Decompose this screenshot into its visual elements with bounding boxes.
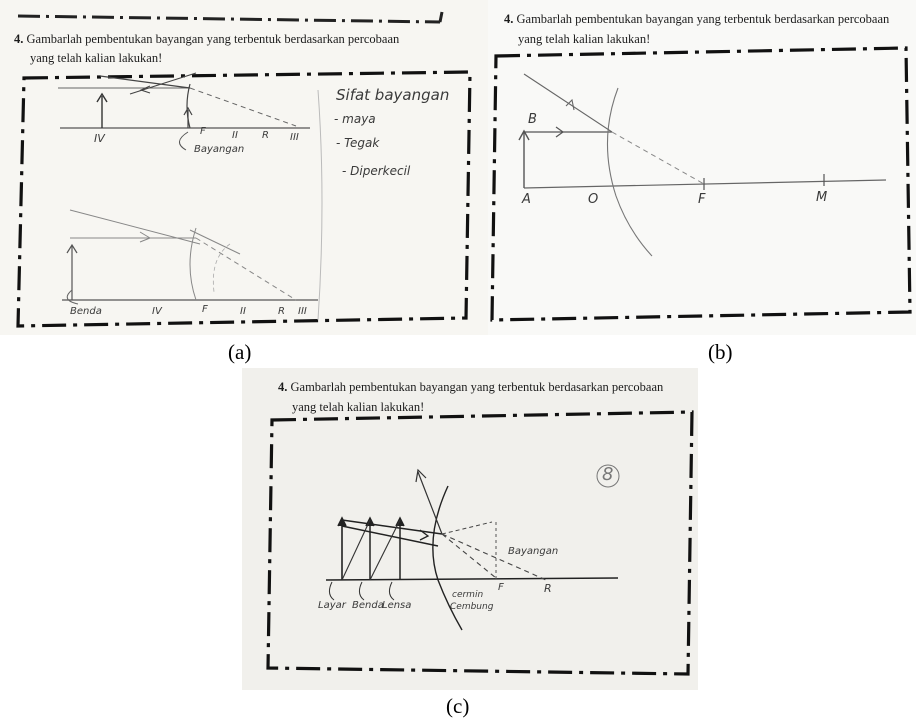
label-f-bottom: F — [202, 304, 208, 315]
question-line-1: 4. Gambarlah pembentukan bayangan yang t… — [14, 32, 399, 47]
caption-c: (c) — [446, 694, 470, 718]
panel-b: 4. Gambarlah pembentukan bayangan yang t… — [488, 0, 916, 335]
question-line-1: 4. Gambarlah pembentukan bayangan yang t… — [278, 380, 663, 395]
label-cermin: cermin — [452, 590, 484, 600]
question-number: 4. — [504, 12, 514, 26]
question-number: 4. — [14, 32, 24, 46]
label-cembung: Cembung — [450, 602, 494, 612]
label-m: M — [816, 190, 828, 205]
label-iii-top: III — [290, 132, 299, 143]
question-text: Gambarlah pembentukan bayangan yang terb… — [290, 380, 664, 394]
score-mark: 8 — [602, 464, 614, 485]
label-iv-top: IV — [94, 132, 105, 145]
label-iv-bottom: IV — [152, 306, 162, 317]
label-ii-bottom: II — [240, 306, 246, 317]
question-text: Gambarlah pembentukan bayangan yang terb… — [516, 12, 890, 26]
label-f: F — [698, 192, 706, 207]
question-line-1: 4. Gambarlah pembentukan bayangan yang t… — [504, 12, 889, 27]
caption-b: (b) — [708, 340, 733, 364]
panel-a-drawing — [16, 11, 472, 328]
question-line-2: yang telah kalian lakukan! — [518, 32, 651, 46]
label-ii-top: II — [232, 130, 238, 141]
label-benda: Benda — [352, 600, 384, 611]
note-item-3: - Diperkecil — [342, 164, 411, 178]
panel-a: 4. Gambarlah pembentukan bayangan yang t… — [0, 0, 488, 335]
label-b: B — [528, 112, 537, 127]
label-bayangan: Bayangan — [508, 546, 559, 557]
label-o: O — [588, 192, 599, 207]
panel-c-drawing — [266, 410, 694, 676]
panel-c: 4. Gambarlah pembentukan bayangan yang t… — [242, 368, 698, 690]
panel-b-drawing — [490, 46, 912, 322]
note-item-1: - maya — [334, 112, 376, 126]
note-item-2: - Tegak — [336, 136, 380, 150]
label-r: R — [544, 582, 552, 595]
label-a: A — [522, 192, 531, 207]
label-iii-bottom: III — [298, 306, 307, 317]
label-benda: Benda — [70, 306, 102, 317]
label-layar: Layar — [318, 600, 346, 611]
label-r-top: R — [262, 130, 269, 141]
caption-a: (a) — [228, 340, 252, 364]
label-lensa: Lensa — [382, 600, 412, 611]
label-f-top: F — [200, 126, 206, 137]
question-text: Gambarlah pembentukan bayangan yang terb… — [26, 32, 400, 46]
label-f: F — [498, 582, 504, 593]
note-title: Sifat bayangan — [336, 86, 450, 104]
question-line-2: yang telah kalian lakukan! — [292, 400, 425, 414]
label-r-bottom: R — [278, 306, 285, 317]
question-number: 4. — [278, 380, 288, 394]
question-line-2: yang telah kalian lakukan! — [30, 51, 163, 65]
label-bayangan: Bayangan — [194, 144, 245, 155]
